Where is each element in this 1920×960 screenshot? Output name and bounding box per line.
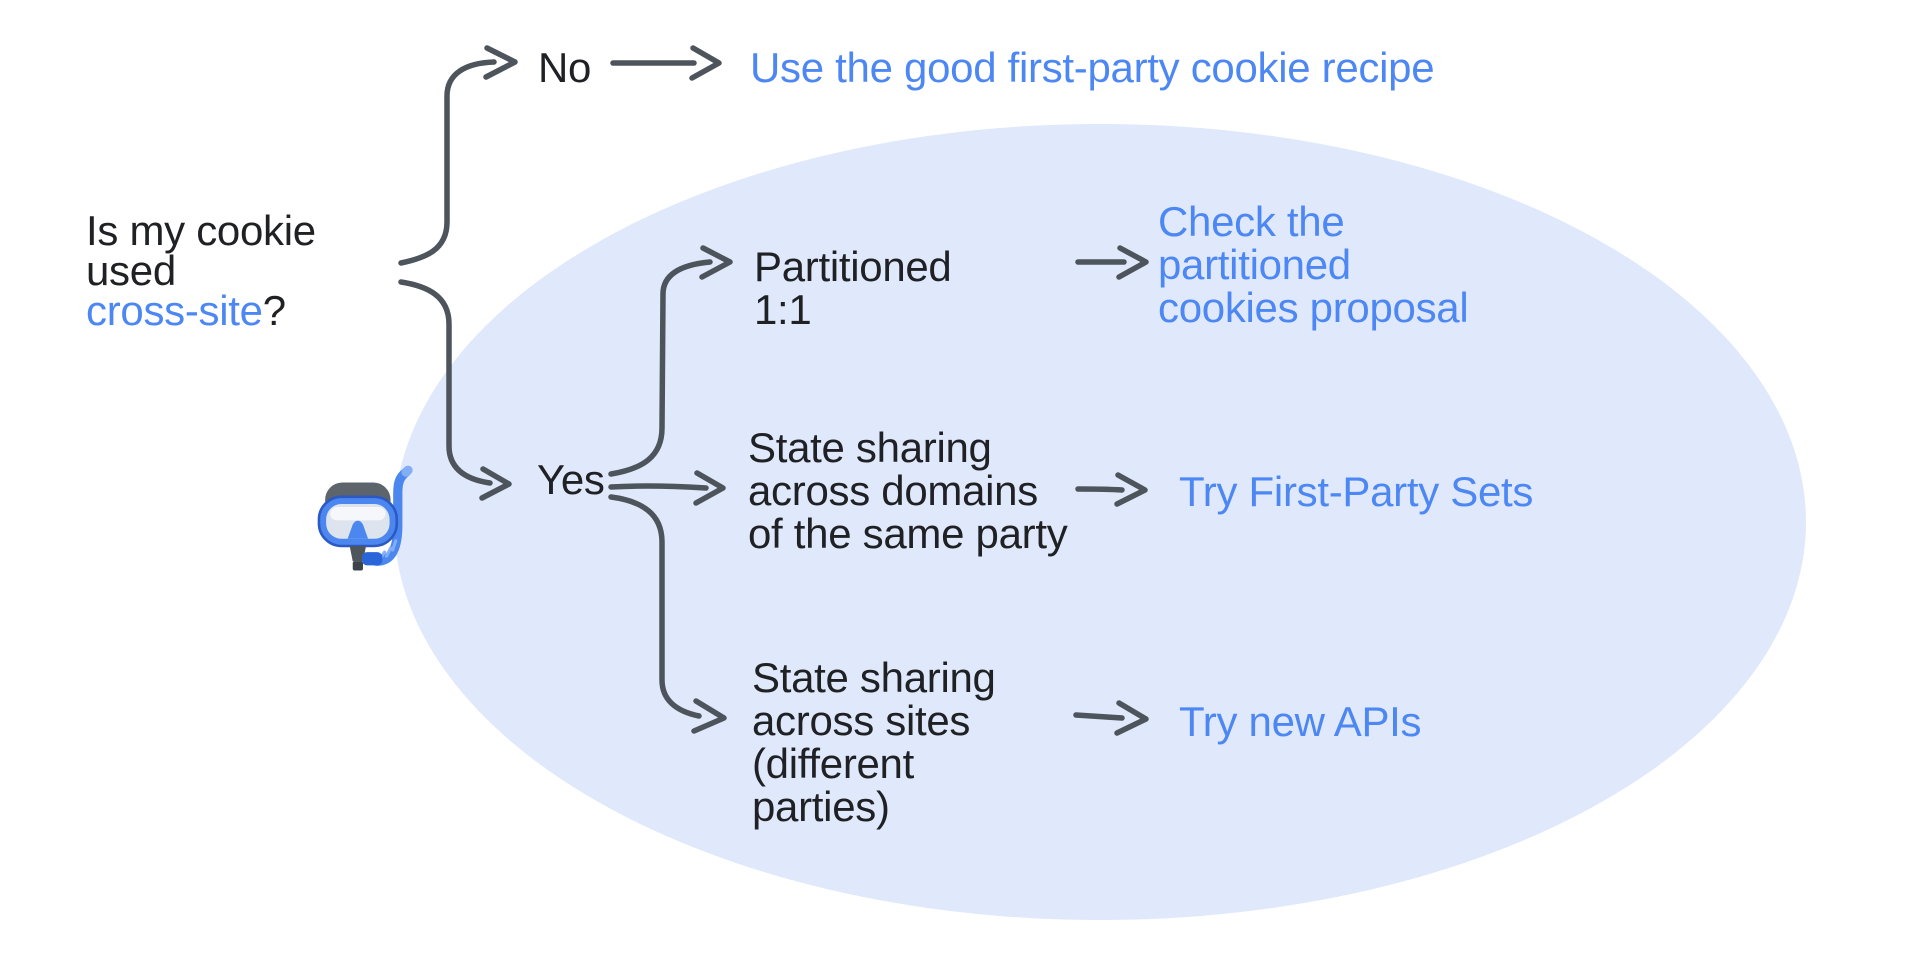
arrow-question-to-no (398, 45, 518, 266)
condition-same-party-line-3: of the same party (748, 510, 1068, 557)
arrow-question-to-yes (398, 279, 512, 501)
condition-same-party: State sharing across domains of the same… (748, 424, 1068, 557)
condition-different-parties: State sharing across sites (different pa… (752, 656, 996, 828)
condition-different-parties-line-3: (different (752, 740, 914, 787)
action-partitioned-cookies-proposal-link[interactable]: Check the partitioned cookies proposal (1158, 198, 1469, 331)
arrow-yes-to-same-party (608, 470, 726, 506)
question-text: Is my cookie used cross-site? (86, 207, 316, 332)
action-partitioned-line-2[interactable]: partitioned (1158, 241, 1351, 288)
action-partitioned-line-3[interactable]: cookies proposal (1158, 284, 1469, 331)
action-first-party-cookie-recipe-link[interactable]: Use the good first-party cookie recipe (750, 44, 1435, 91)
branch-label-no: No (538, 44, 592, 91)
question-line-1: Is my cookie (86, 207, 316, 254)
arrow-partitioned-to-action (1075, 245, 1149, 280)
cross-site-zone-ellipse (394, 124, 1806, 920)
condition-different-parties-line-4: parties) (752, 783, 890, 830)
arrow-yes-to-partitioned (608, 245, 733, 477)
question-line-2: used (86, 247, 176, 294)
arrow-different-parties-to-action (1073, 700, 1149, 736)
condition-different-parties-line-1: State sharing (752, 654, 996, 701)
branch-label-yes: Yes (537, 456, 605, 503)
question-mark: ? (262, 287, 286, 334)
arrow-same-party-to-action (1075, 472, 1148, 507)
condition-partitioned-line-2: 1:1 (754, 286, 812, 333)
condition-partitioned-line-1: Partitioned (754, 243, 952, 290)
condition-different-parties-line-2: across sites (752, 697, 971, 744)
arrow-no-to-action (610, 45, 722, 81)
question-line-3: cross-site? (86, 290, 316, 332)
condition-same-party-line-1: State sharing (748, 424, 992, 471)
cross-site-link[interactable]: cross-site (86, 287, 263, 334)
arrow-yes-to-different-parties (608, 494, 727, 734)
action-partitioned-line-1[interactable]: Check the (1158, 198, 1345, 245)
action-first-party-sets-link[interactable]: Try First-Party Sets (1179, 468, 1534, 515)
condition-same-party-line-2: across domains (748, 467, 1038, 514)
diving-mask-emoji (317, 465, 413, 571)
action-try-new-apis-link[interactable]: Try new APIs (1179, 698, 1422, 745)
condition-partitioned: Partitioned 1:1 (754, 245, 952, 331)
